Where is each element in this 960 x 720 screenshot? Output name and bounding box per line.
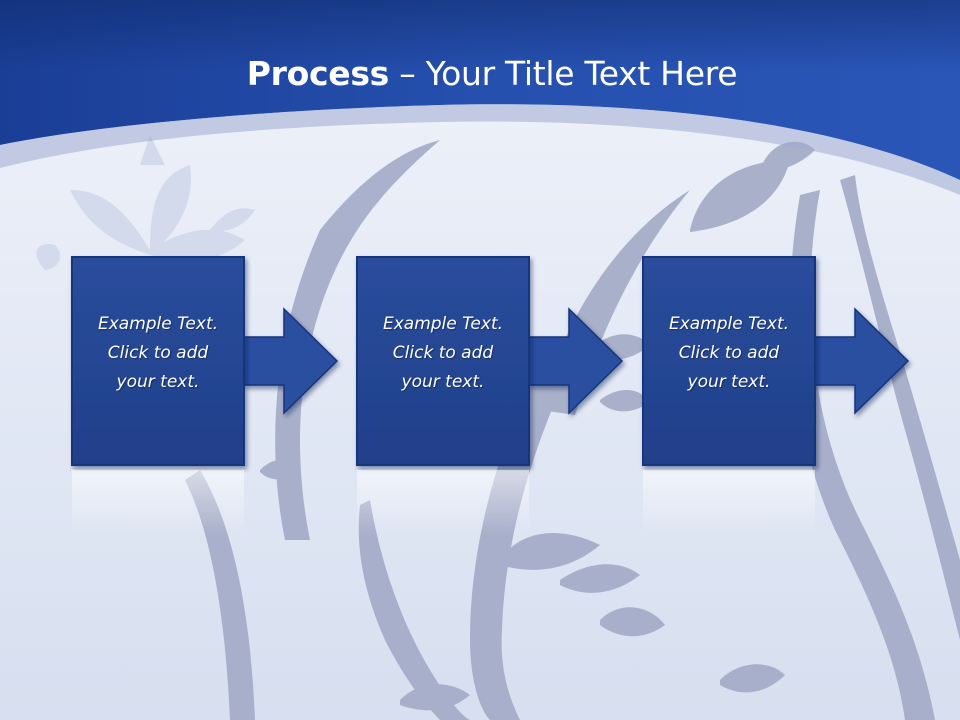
arrow-connector-3: [814, 307, 910, 415]
step-box-1: [71, 256, 245, 466]
step-2-line-1: Example Text.: [382, 314, 504, 334]
step-text-2[interactable]: Example Text. Click to add your text.: [356, 310, 530, 397]
step-3-line-3: your text.: [687, 372, 771, 392]
step-1-line-2: Click to add: [107, 343, 209, 363]
slide-title[interactable]: Process – Your Title Text Here: [0, 52, 960, 96]
arrow-connector-2: [528, 307, 624, 415]
step-text-3[interactable]: Example Text. Click to add your text.: [642, 310, 816, 397]
step-reflection-3: [643, 470, 815, 535]
floral-decoration-pale: [36, 135, 255, 270]
step-box-2: [356, 256, 530, 466]
step-1-line-1: Example Text.: [97, 314, 219, 334]
step-3-line-1: Example Text.: [668, 314, 790, 334]
step-3-line-2: Click to add: [678, 343, 780, 363]
step-reflection-1: [72, 470, 244, 535]
step-1-line-3: your text.: [116, 372, 200, 392]
step-2-line-3: your text.: [401, 372, 485, 392]
step-text-1[interactable]: Example Text. Click to add your text.: [71, 310, 245, 397]
title-bold: Process: [246, 54, 390, 93]
process-step-3[interactable]: [642, 256, 910, 535]
step-reflection-2: [357, 470, 529, 535]
step-2-line-2: Click to add: [392, 343, 494, 363]
floral-decoration: [185, 140, 960, 720]
step-box-3: [642, 256, 816, 466]
title-rest: – Your Title Text Here: [389, 54, 738, 93]
process-step-1[interactable]: [71, 256, 339, 535]
header-sweep: [0, 104, 960, 195]
arrow-connector-1: [243, 307, 339, 415]
process-step-2[interactable]: [356, 256, 624, 535]
